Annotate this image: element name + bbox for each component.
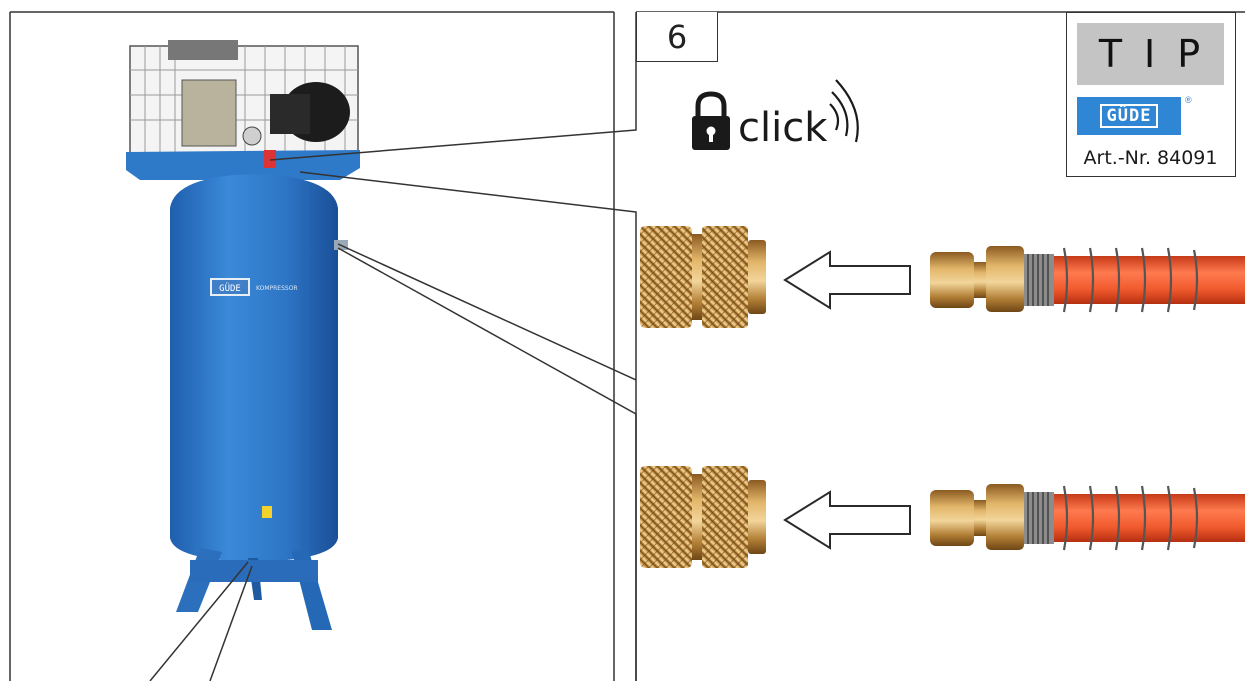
brand-logo: GÜDE xyxy=(1077,97,1181,135)
plug-hose-lower xyxy=(928,482,1245,552)
compressor-brand-label: GÜDE xyxy=(219,283,241,294)
compressor-panel xyxy=(9,11,615,681)
registered-mark: ® xyxy=(1185,95,1192,105)
tip-title: TIP xyxy=(1077,23,1224,85)
compressor-image: GÜDE KOMPRESSOR xyxy=(126,40,360,681)
sound-waves-icon xyxy=(829,79,859,143)
coupler-lower xyxy=(640,466,766,568)
plug-hose-upper xyxy=(928,244,1245,314)
callout-lines xyxy=(269,12,637,681)
coupler-upper xyxy=(640,226,766,328)
padlock-icon xyxy=(692,91,730,150)
compressor-model-label: KOMPRESSOR xyxy=(256,285,298,292)
click-label: click xyxy=(738,105,828,151)
brand-logo-text: GÜDE xyxy=(1099,104,1159,128)
step-number: 6 xyxy=(636,12,718,62)
arrow-left-icon xyxy=(783,490,911,550)
arrow-left-icon xyxy=(783,250,911,310)
tip-box: TIP GÜDE ® Art.-Nr. 84091 xyxy=(1066,12,1236,177)
article-number: Art.-Nr. 84091 xyxy=(1083,147,1218,169)
